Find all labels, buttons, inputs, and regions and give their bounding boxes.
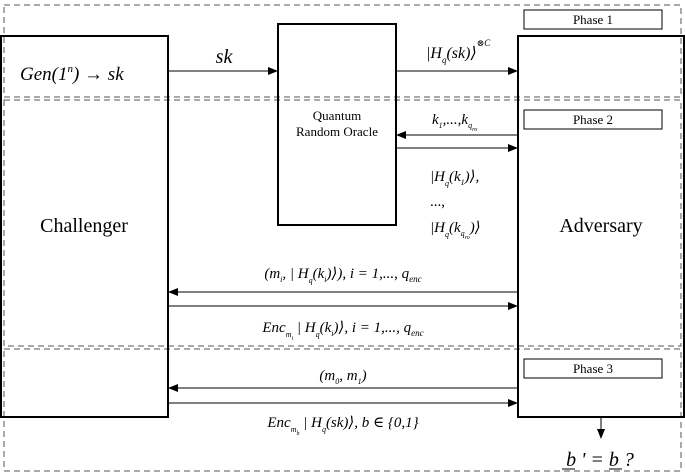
encryption-response-label: Encmi | Hq(ki)⟩, i = 1,..., qenc — [261, 320, 423, 342]
oracle-label-line2: Random Oracle — [296, 124, 378, 139]
adversary-label: Adversary — [559, 215, 642, 237]
phase2-label-box — [523, 109, 663, 130]
challenge-ciphertext-label: Encmb | Hq(sk)⟩, b ∈ {0,1} — [266, 415, 418, 437]
phase2-label: Phase 2 — [573, 112, 613, 127]
sk-label: sk — [216, 46, 234, 68]
phase1-label-box — [523, 9, 663, 30]
phase3-label: Phase 3 — [573, 361, 613, 376]
phase3-label-box — [523, 358, 663, 379]
challenge-messages-label: (m0, m1) — [319, 368, 366, 386]
phase1-region — [3, 4, 682, 98]
phase2-region — [3, 99, 682, 347]
hash-state-label: |Hq(sk)⟩⊗C — [426, 38, 491, 65]
keygen-label: Gen(1n) → sk — [20, 63, 124, 85]
oracle-response-1: |Hq(k1)⟩, — [430, 169, 479, 188]
oracle-box — [277, 23, 397, 226]
oracle-queries-label: k1,...,kqro — [432, 112, 477, 133]
oracle-label-line1: Quantum — [313, 108, 361, 123]
challenger-label: Challenger — [40, 215, 128, 237]
oracle-response-dots: ..., — [430, 194, 445, 210]
encryption-query-label: (mi, | Hq(ki)⟩), i = 1,..., qenc — [264, 266, 421, 285]
challenger-box — [0, 35, 169, 418]
guess-label: b ' = b ? — [566, 449, 634, 471]
phase1-label: Phase 1 — [573, 12, 613, 27]
oracle-response-last: |Hq(kqro)⟩ — [430, 220, 481, 241]
